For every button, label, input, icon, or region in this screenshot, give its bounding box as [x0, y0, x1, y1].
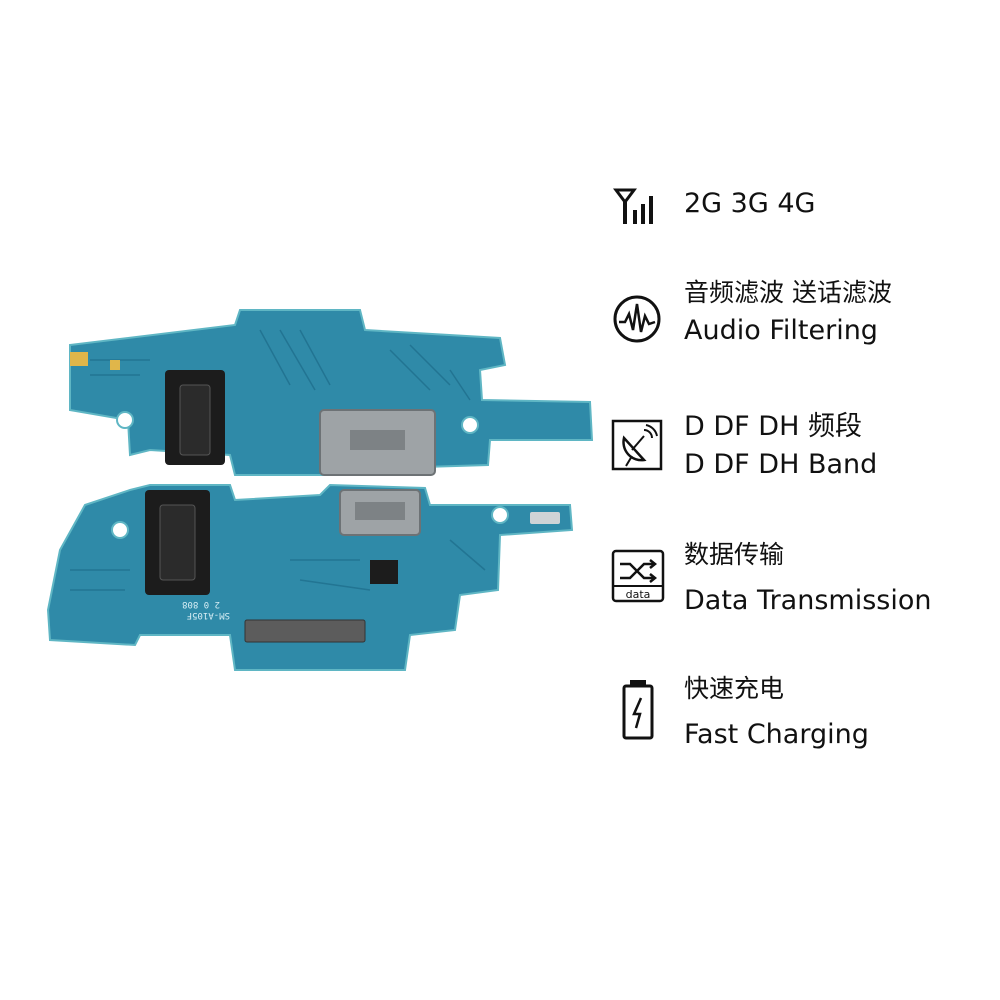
data-icon-label: data — [626, 588, 651, 601]
feature-band-cn: D DF DH 频段 — [684, 411, 862, 442]
satellite-dish-icon — [611, 419, 663, 471]
feature-charging-cn: 快速充电 — [684, 674, 785, 703]
feature-audio-cn: 音频滤波 送话滤波 — [684, 278, 892, 307]
feature-data-en: Data Transmission — [684, 585, 932, 616]
pcb-marking-1: 2 0 808 — [182, 599, 220, 609]
feature-data-cn: 数据传输 — [684, 540, 785, 569]
feature-charging-en: Fast Charging — [684, 719, 869, 750]
feature-band-en: D DF DH Band — [684, 449, 878, 480]
audio-waveform-icon — [613, 295, 661, 343]
feature-network-label: 2G 3G 4G — [684, 188, 816, 219]
pcb-marking-2: SM-A105F — [187, 610, 230, 620]
bottom-pcb-board: 2 0 808 SM-A105F — [46, 483, 574, 671]
battery-charging-icon — [622, 680, 654, 740]
top-pcb-board — [69, 309, 594, 476]
feature-audio-en: Audio Filtering — [684, 315, 878, 346]
cell-signal-icon — [613, 188, 653, 224]
data-transfer-icon: data — [611, 549, 665, 603]
board-to-board-connector — [244, 619, 366, 643]
product-photo: 2 0 808 SM-A105F — [46, 309, 594, 671]
